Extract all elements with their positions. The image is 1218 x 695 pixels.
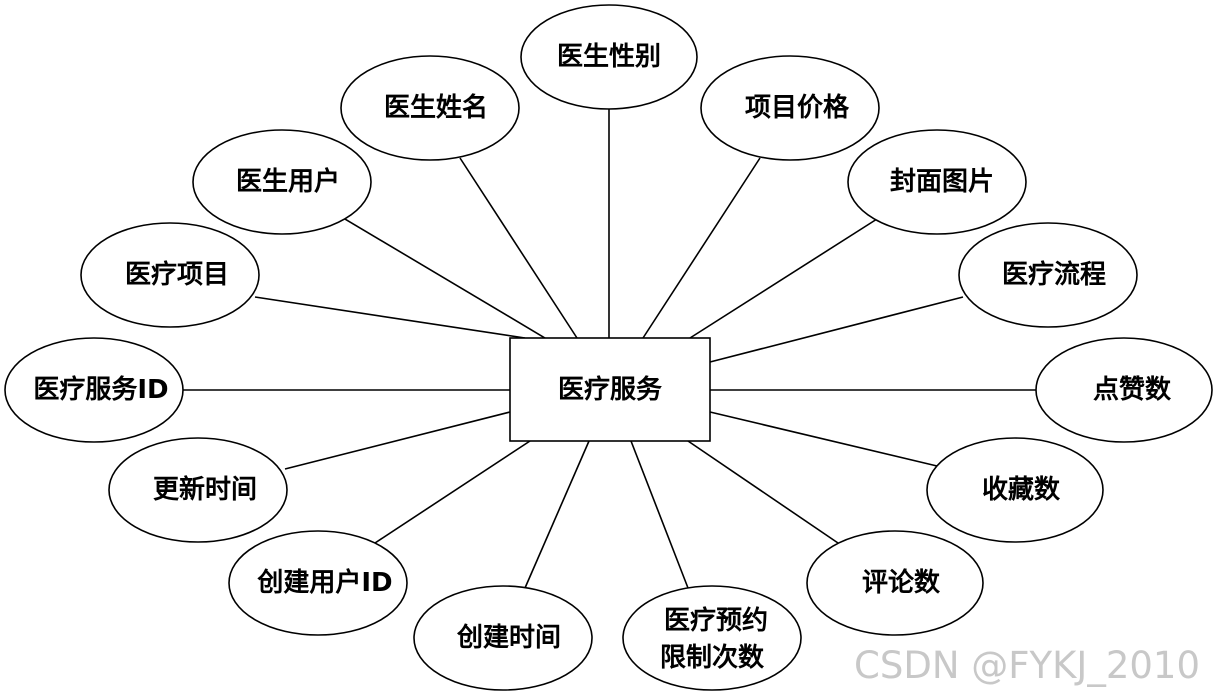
attribute-label: 项目价格 (745, 92, 850, 123)
attribute-label: 医疗项目 (125, 259, 229, 290)
connector-booking-limit (630, 440, 689, 589)
attribute-medical-process: 医疗流程 (958, 222, 1138, 328)
attribute-comment-count: 评论数 (806, 530, 984, 636)
attribute-update-time: 更新时间 (108, 437, 288, 543)
attribute-label: 医生用户 (236, 166, 340, 197)
attribute-creator-id: 创建用户ID (228, 530, 408, 636)
attribute-label: 封面图片 (890, 167, 994, 197)
attribute-label: 评论数 (862, 568, 941, 598)
connector-item-price (642, 157, 761, 339)
entity-medical-service: 医疗服务 (509, 337, 711, 442)
connector-medical-item (254, 296, 526, 339)
connector-doctor-name (459, 157, 578, 339)
connector-cover-image (689, 218, 878, 339)
watermark: CSDN @FYKJ_2010 (854, 644, 1200, 687)
connector-doctor-user (344, 218, 546, 339)
attribute-item-price: 项目价格 (700, 55, 880, 161)
connector-medical-process (709, 296, 964, 363)
attribute-doctor-name: 医生姓名 (340, 55, 520, 161)
attribute-doctor-user: 医生用户 (192, 129, 372, 235)
attribute-label: 医生姓名 (384, 92, 488, 123)
attribute-medical-item: 医疗项目 (80, 222, 260, 328)
attribute-doctor-gender: 医生性别 (520, 4, 698, 110)
attribute-booking-limit: 医疗预约 限制次数 (622, 585, 802, 691)
attribute-label: 医疗服务ID (33, 374, 168, 405)
attribute-label: 收藏数 (982, 475, 1061, 505)
connector-favorite-count (709, 411, 938, 467)
connector-update-time (284, 411, 511, 470)
attribute-label: 更新时间 (153, 474, 257, 505)
attribute-service-id: 医疗服务ID (4, 337, 184, 443)
attribute-label: 创建用户ID (256, 567, 392, 598)
connector-comment-count (687, 440, 839, 544)
attribute-cover-image: 封面图片 (847, 129, 1027, 235)
attribute-label: 医疗流程 (1002, 259, 1106, 290)
attribute-label: 创建时间 (456, 623, 561, 653)
connector-create-time (524, 440, 590, 589)
attribute-label-line1: 医疗预约 (664, 605, 768, 636)
attribute-like-count: 点赞数 (1035, 337, 1213, 443)
connectors (180, 108, 1037, 589)
attribute-label-line2: 限制次数 (660, 643, 765, 673)
connector-creator-id (374, 440, 531, 544)
attribute-create-time: 创建时间 (413, 585, 593, 691)
attribute-favorite-count: 收藏数 (926, 437, 1104, 543)
attribute-label: 医生性别 (557, 42, 661, 72)
attribute-label: 点赞数 (1093, 374, 1172, 405)
entity-label: 医疗服务 (558, 374, 662, 405)
